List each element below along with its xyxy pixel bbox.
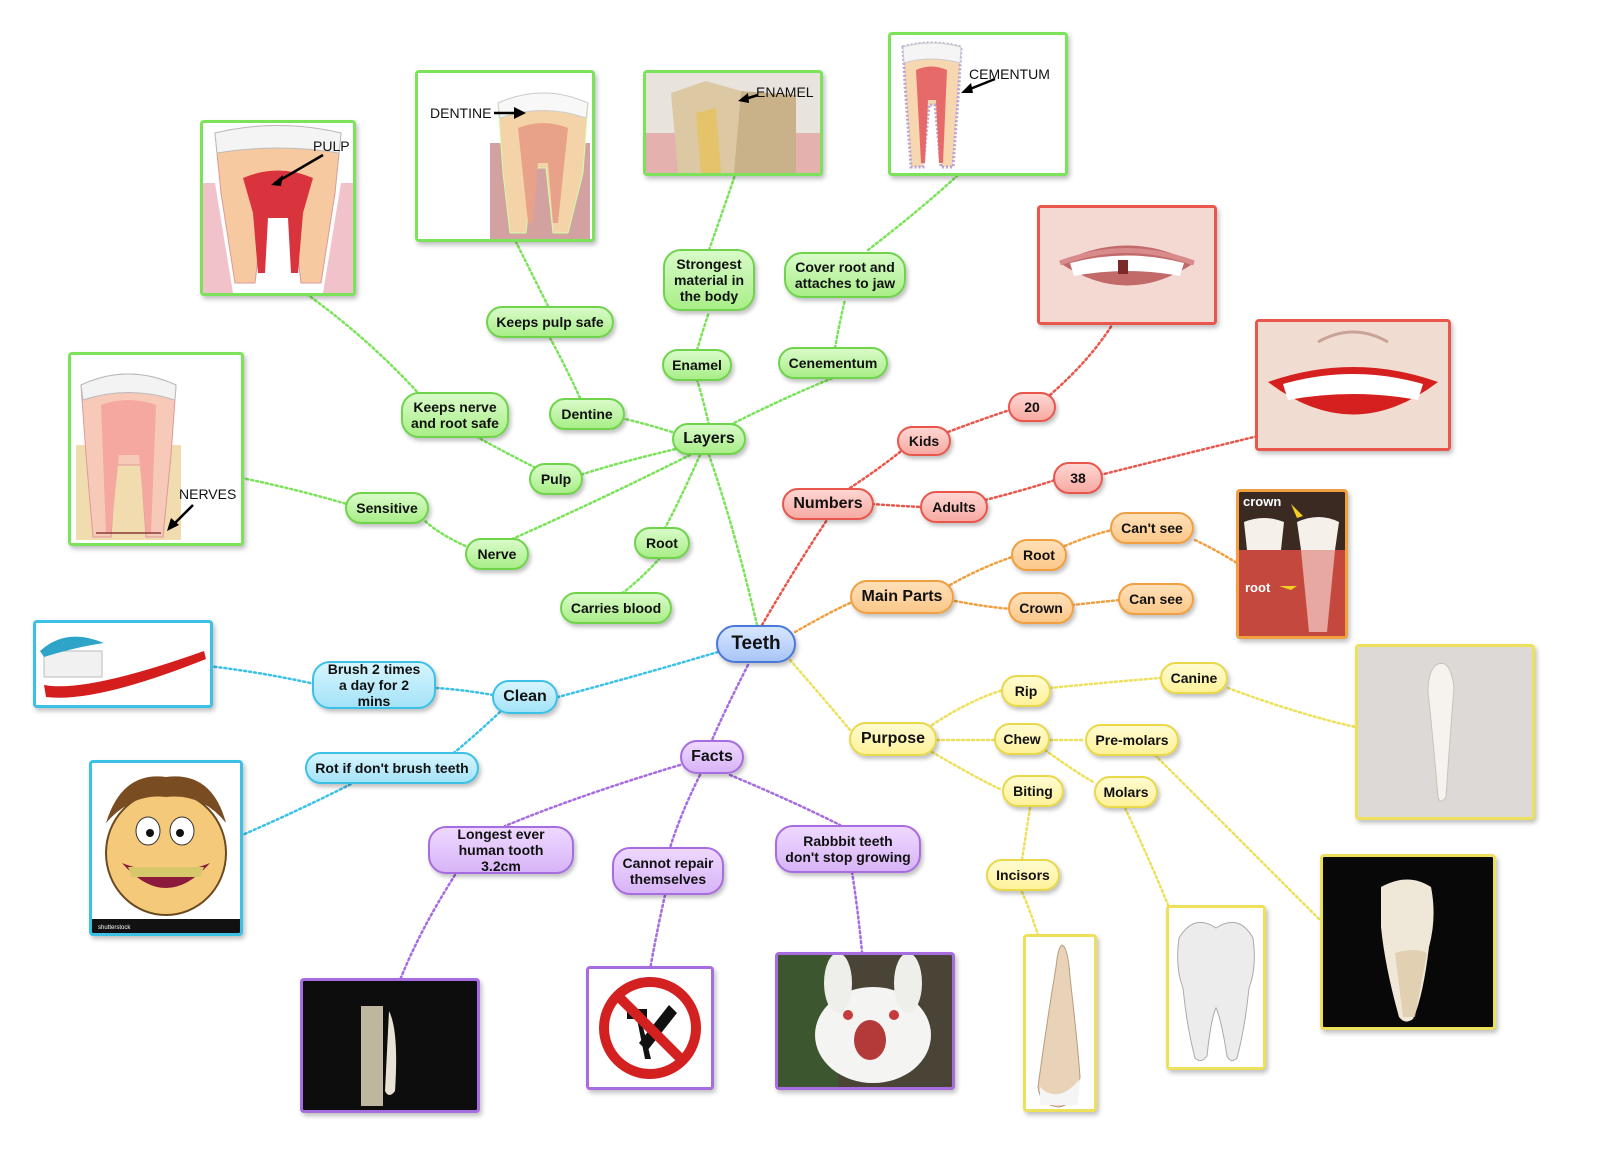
rotten-teeth-cartoon-image: shutterstock [89, 760, 243, 936]
node-biting[interactable]: Biting [1002, 775, 1064, 807]
node-dentine[interactable]: Dentine [549, 398, 625, 430]
node-clean[interactable]: Clean [492, 680, 558, 714]
toothbrush-image [33, 620, 213, 708]
node-kids-count[interactable]: 20 [1008, 392, 1056, 422]
node-adults-count[interactable]: 38 [1053, 462, 1103, 494]
node-main-parts[interactable]: Main Parts [850, 580, 954, 614]
node-cementum[interactable]: Cenementum [778, 347, 888, 379]
premolar-image [1320, 854, 1496, 1030]
cementum-diagram-image: CEMENTUM [888, 32, 1068, 176]
no-repair-sign-image [586, 966, 714, 1090]
node-fact-rabbit[interactable]: Rabbbit teeth don't stop growing [775, 825, 921, 873]
node-pulp[interactable]: Pulp [529, 463, 583, 495]
node-numbers[interactable]: Numbers [782, 488, 874, 520]
rabbit-image [775, 952, 955, 1090]
node-enamel-desc[interactable]: Strongest material in the body [663, 249, 755, 311]
dentine-diagram-image: DENTINE [415, 70, 595, 242]
dentine-label: DENTINE [430, 105, 491, 121]
node-molars[interactable]: Molars [1094, 776, 1158, 808]
node-pulp-desc[interactable]: Keeps nerve and root safe [401, 392, 509, 438]
node-kids[interactable]: Kids [897, 426, 951, 456]
node-root-part[interactable]: Root [1011, 539, 1067, 571]
crown-label: crown [1243, 494, 1281, 509]
enamel-diagram-image: ENAMEL [643, 70, 823, 176]
canine-image [1355, 644, 1535, 820]
node-crown-desc[interactable]: Can see [1118, 583, 1194, 615]
node-adults[interactable]: Adults [920, 491, 988, 523]
enamel-label: ENAMEL [756, 84, 814, 100]
pulp-label: PULP [313, 138, 350, 154]
node-fact-repair[interactable]: Cannot repair themselves [612, 847, 724, 895]
nerves-label: NERVES [179, 486, 236, 502]
node-enamel[interactable]: Enamel [662, 349, 732, 381]
node-root-part-desc[interactable]: Can't see [1110, 512, 1194, 544]
molar-image [1166, 905, 1266, 1070]
node-crown[interactable]: Crown [1008, 592, 1074, 624]
node-facts[interactable]: Facts [680, 740, 744, 774]
node-incisors[interactable]: Incisors [986, 859, 1060, 891]
incisor-image [1023, 934, 1097, 1112]
adults-smile-image [1255, 319, 1451, 451]
cementum-label: CEMENTUM [969, 66, 1050, 82]
node-nerve[interactable]: Nerve [465, 538, 529, 570]
node-purpose[interactable]: Purpose [849, 722, 937, 756]
node-canine[interactable]: Canine [1160, 662, 1228, 694]
node-nerve-desc[interactable]: Sensitive [345, 492, 429, 524]
nerves-diagram-image: NERVES [68, 352, 244, 546]
node-root-layer[interactable]: Root [634, 527, 690, 559]
node-cementum-desc[interactable]: Cover root and attaches to jaw [784, 252, 906, 298]
root-label: root [1245, 580, 1271, 595]
central-node-teeth[interactable]: Teeth [716, 625, 796, 663]
node-clean-brush[interactable]: Brush 2 times a day for 2 mins [312, 661, 436, 709]
node-rip[interactable]: Rip [1001, 675, 1051, 707]
node-chew[interactable]: Chew [994, 723, 1050, 755]
stock-watermark: shutterstock [98, 925, 131, 931]
node-layers[interactable]: Layers [672, 423, 746, 455]
node-dentine-desc[interactable]: Keeps pulp safe [486, 306, 614, 338]
crown-root-image: crown root [1236, 489, 1348, 639]
node-root-layer-desc[interactable]: Carries blood [560, 592, 672, 624]
longest-tooth-image [300, 978, 480, 1113]
node-fact-longest[interactable]: Longest ever human tooth 3.2cm [428, 826, 574, 874]
kids-smile-image [1037, 205, 1217, 325]
node-premolars[interactable]: Pre-molars [1085, 724, 1179, 756]
node-clean-rot[interactable]: Rot if don't brush teeth [305, 752, 479, 784]
pulp-diagram-image: PULP [200, 120, 356, 296]
